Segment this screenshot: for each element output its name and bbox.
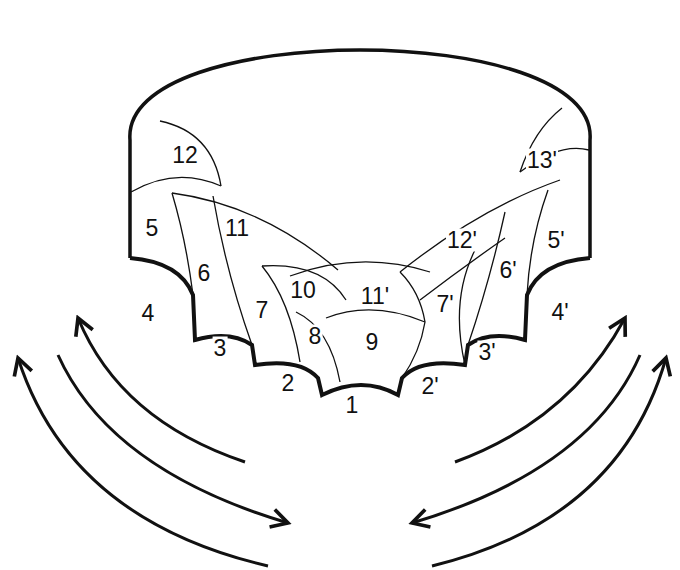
callout-number: 11	[224, 217, 250, 240]
callout-number: 6	[197, 262, 212, 285]
region-borders	[131, 108, 589, 382]
callout-number: 5'	[546, 229, 565, 252]
callout-number: 3'	[477, 341, 496, 364]
callout-number: 3	[213, 337, 228, 360]
scalloped-margin	[130, 258, 590, 395]
callout-number: 10	[289, 279, 317, 302]
callout-number: 12	[171, 144, 199, 167]
dome-outline	[130, 50, 590, 258]
callout-number: 1	[345, 394, 360, 417]
callout-number: 4	[141, 302, 156, 325]
callout-number: 11'	[360, 285, 390, 308]
motion-arrows	[18, 318, 666, 566]
callout-number: 4'	[550, 301, 569, 324]
callout-number: 8	[308, 325, 323, 348]
callout-number: 12'	[446, 229, 478, 252]
callout-number: 2	[281, 372, 296, 395]
callout-number: 9	[365, 331, 380, 354]
callout-number: 7'	[435, 293, 454, 316]
callout-number: 7	[255, 299, 270, 322]
callout-number: 5	[145, 217, 160, 240]
callout-number: 13'	[526, 149, 558, 172]
callout-number: 2'	[420, 375, 439, 398]
callout-number: 6'	[498, 259, 517, 282]
